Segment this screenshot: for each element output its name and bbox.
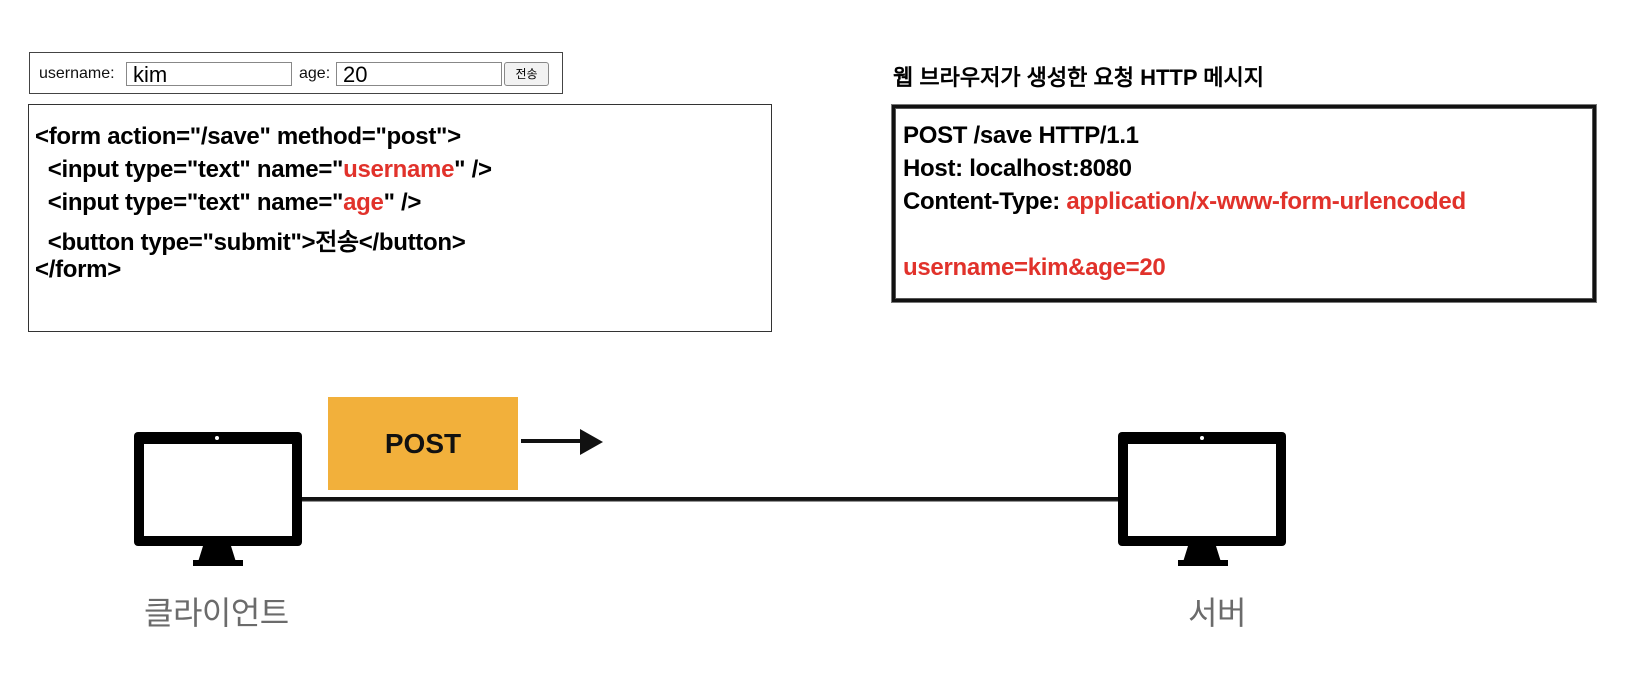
rendered-form-preview: username: kim age: 20 전송 bbox=[29, 52, 563, 94]
request-arrow-icon bbox=[521, 429, 603, 455]
http-body: username=kim&age=20 bbox=[903, 254, 1166, 281]
submit-button[interactable]: 전송 bbox=[504, 62, 549, 86]
code-line-username-input: <input type="text" name="username" /> bbox=[35, 156, 492, 183]
code-line-button: <button type="submit">전송</button> bbox=[35, 229, 466, 256]
server-monitor-icon bbox=[1118, 432, 1286, 566]
code-line-age-input: <input type="text" name="age" /> bbox=[35, 189, 422, 216]
post-method-box: POST bbox=[328, 397, 518, 490]
code-line-form-close: </form> bbox=[35, 256, 121, 283]
client-label: 클라이언트 bbox=[144, 595, 289, 631]
http-host-header: Host: localhost:8080 bbox=[903, 155, 1132, 182]
http-request-line: POST /save HTTP/1.1 bbox=[903, 122, 1139, 149]
http-message-title: 웹 브라우저가 생성한 요청 HTTP 메시지 bbox=[893, 65, 1264, 90]
age-label: age: bbox=[299, 65, 331, 82]
html-code-box: <form action="/save" method="post"> <inp… bbox=[28, 104, 772, 332]
code-line-form-open: <form action="/save" method="post"> bbox=[35, 123, 461, 150]
post-method-label: POST bbox=[384, 427, 462, 459]
username-label: username: bbox=[39, 65, 115, 82]
server-label: 서버 bbox=[1188, 595, 1246, 631]
username-input[interactable]: kim bbox=[126, 62, 292, 86]
age-input[interactable]: 20 bbox=[336, 62, 502, 86]
client-monitor-icon bbox=[134, 432, 302, 566]
http-message-box: POST /save HTTP/1.1 Host: localhost:8080… bbox=[892, 105, 1596, 302]
http-content-type-header: Content-Type: application/x-www-form-url… bbox=[903, 188, 1466, 215]
